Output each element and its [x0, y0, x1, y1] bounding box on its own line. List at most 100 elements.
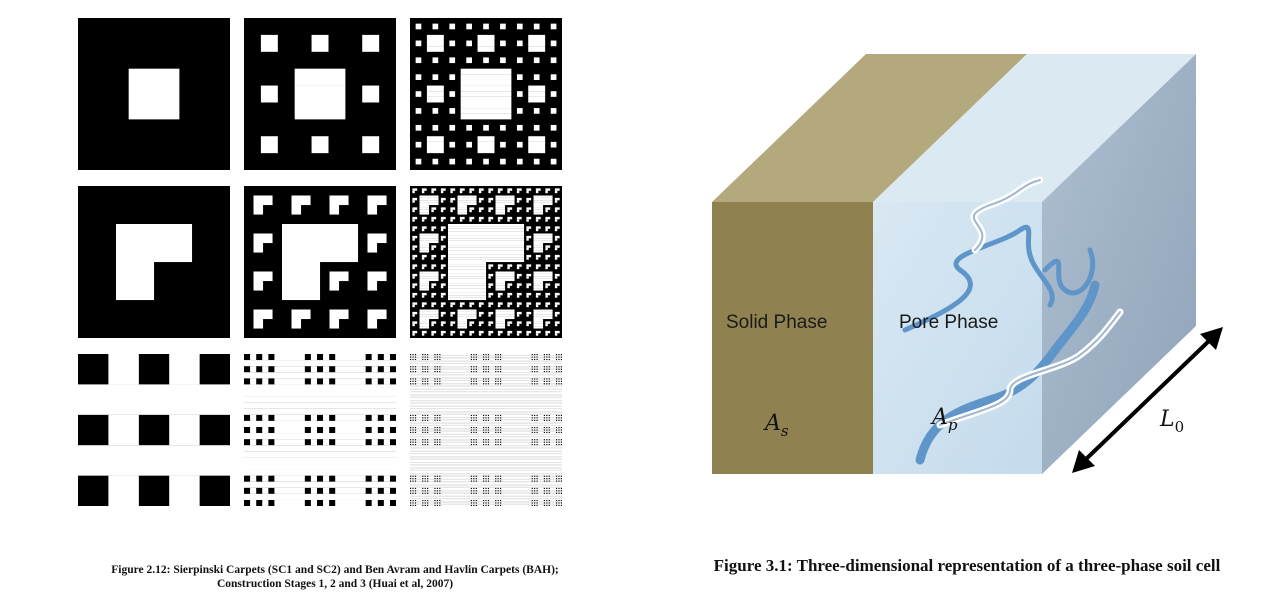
carpet-hole	[460, 96, 512, 103]
carpet-hole	[532, 354, 535, 356]
carpet-hole	[507, 292, 513, 296]
carpet-hole	[535, 431, 537, 434]
carpet-hole	[547, 480, 549, 482]
carpet-hole	[410, 503, 562, 505]
carpet-hole	[488, 264, 494, 267]
carpet-hole	[476, 439, 484, 441]
carpet-hole	[412, 216, 418, 220]
carpet-hole	[474, 502, 476, 504]
carpet-background	[78, 354, 230, 506]
carpet-hole	[410, 451, 562, 453]
carpet-hole	[472, 431, 474, 434]
carpet-hole	[535, 358, 537, 361]
carpet-hole	[532, 499, 535, 502]
carpet-hole	[516, 209, 520, 213]
carpet-hole	[526, 302, 532, 305]
carpet-hole	[411, 417, 413, 419]
pore-phase-front	[873, 202, 1042, 474]
carpet-hole	[449, 141, 456, 148]
carpet-hole	[449, 124, 456, 131]
carpet-hole	[498, 443, 501, 446]
carpet-hole	[426, 141, 444, 148]
carpet-hole	[507, 333, 510, 336]
carpet-hole	[419, 195, 439, 198]
carpet-hole	[486, 380, 488, 383]
carpet-hole	[367, 281, 378, 291]
carpet-hole	[410, 501, 562, 503]
carpet-hole	[488, 323, 491, 327]
carpet-hole	[533, 309, 553, 312]
carpet-hole	[425, 431, 428, 434]
carpet-hole	[410, 485, 562, 487]
carpet-hole	[383, 499, 390, 506]
carpet-hole	[559, 358, 561, 361]
carpet-hole	[507, 323, 510, 327]
carpet-hole	[169, 414, 200, 446]
carpet-hole	[423, 475, 425, 477]
carpet-hole	[428, 487, 435, 490]
carpet-hole	[411, 429, 413, 431]
carpet-hole	[545, 219, 548, 222]
carpet-hole	[425, 502, 428, 504]
carpet-hole	[535, 292, 541, 296]
carpet-hole	[412, 311, 418, 315]
carpet-hole	[476, 354, 484, 356]
carpet-hole	[435, 439, 437, 441]
carpet-hole	[469, 207, 475, 210]
carpet-hole	[410, 408, 562, 410]
carpet-hole	[478, 216, 484, 220]
carpet-hole	[507, 302, 513, 305]
carpet-hole	[489, 368, 496, 370]
carpet-hole	[448, 266, 487, 270]
carpet-hole	[507, 264, 513, 267]
carpet-hole	[537, 417, 544, 419]
carpet-hole	[244, 408, 396, 415]
carpet-hole	[423, 378, 425, 380]
carpet-hole	[413, 504, 415, 506]
carpet-hole	[478, 314, 482, 317]
carpet-hole	[535, 368, 537, 370]
carpet-hole	[78, 384, 230, 415]
carpet-hole	[294, 85, 346, 103]
carpet-hole	[423, 380, 425, 383]
carpet-hole	[545, 190, 548, 194]
carpet-hole	[535, 378, 537, 380]
carpet-hole	[535, 429, 537, 431]
carpet-hole	[431, 247, 434, 251]
carpet-hole	[488, 333, 491, 336]
carpet-hole	[448, 262, 487, 265]
carpet-hole	[557, 441, 559, 443]
carpet-hole	[497, 295, 501, 298]
carpet-hole	[440, 266, 444, 270]
carpet-hole	[412, 283, 418, 286]
carpet-hole	[329, 319, 340, 329]
pore-area-subscript: p	[948, 416, 958, 434]
carpet-bah-stage1	[78, 354, 230, 506]
carpet-hole	[428, 417, 435, 419]
carpet-hole	[244, 420, 396, 428]
carpet-hole	[476, 478, 484, 480]
carpet-hole	[426, 34, 444, 41]
carpet-hole	[477, 141, 495, 148]
carpet-hole	[533, 271, 553, 274]
carpet-hole	[416, 475, 423, 477]
carpet-hole	[486, 426, 488, 429]
carpet-hole	[496, 358, 498, 361]
carpet-hole	[311, 136, 329, 154]
carpet-hole	[486, 431, 488, 434]
carpet-sc2-stage2	[244, 186, 396, 338]
carpet-hole	[291, 195, 311, 206]
carpet-hole	[291, 205, 302, 215]
carpet-hole	[484, 490, 486, 492]
carpet-hole	[440, 443, 471, 446]
carpet-hole	[410, 373, 562, 375]
carpet-hole	[495, 202, 515, 206]
carpet-hole	[440, 264, 446, 267]
solid-phase-label: Solid Phase	[726, 312, 827, 333]
carpet-hole	[413, 487, 415, 490]
carpet-hole	[323, 487, 330, 494]
carpet-hole	[535, 499, 537, 502]
carpet-hole	[501, 504, 532, 506]
carpet-hole	[500, 23, 506, 30]
carpet-hole	[413, 383, 415, 385]
